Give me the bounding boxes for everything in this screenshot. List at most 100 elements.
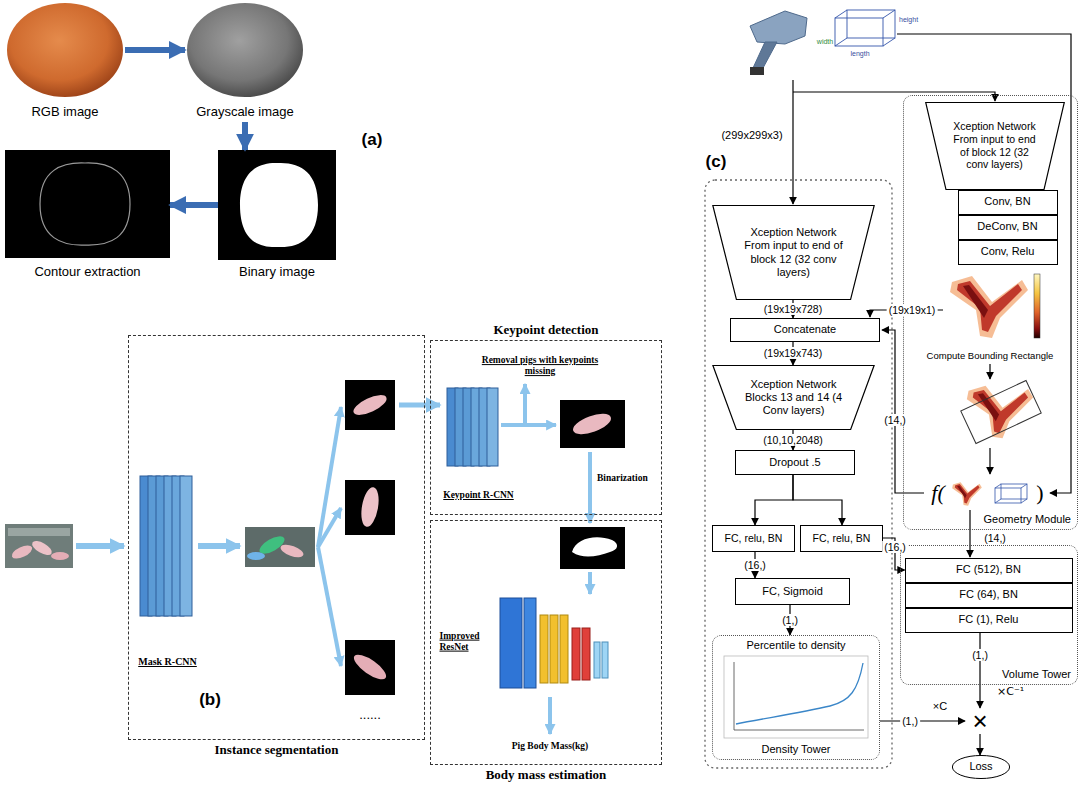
illustration-part xyxy=(753,42,777,68)
layer-box: Conv, BN xyxy=(958,190,1058,215)
label-anchor: (16,) xyxy=(882,541,908,553)
scale-factor: ×C⁻¹ xyxy=(997,686,1024,699)
label-anchor: Binarization xyxy=(597,473,648,484)
illustration-part xyxy=(7,3,123,97)
illustration-part xyxy=(350,650,389,683)
node-heading: RGB image xyxy=(9,104,121,120)
illustration-part xyxy=(950,276,1028,338)
illustration-part xyxy=(247,552,265,560)
node-text: Xception Network Blocks 13 and 14 (4 Con… xyxy=(742,378,845,418)
dimension-label: height xyxy=(899,16,918,24)
node-text: FC (512), BN xyxy=(910,563,1068,576)
step-note: Binarization xyxy=(597,473,648,484)
illustration-part xyxy=(969,510,970,557)
stage-group: Body mass estimationImproved ResNet xyxy=(430,520,662,765)
edge-label: (16,) xyxy=(882,541,908,553)
illustration-part xyxy=(351,391,390,419)
function-symbol: f( xyxy=(931,480,944,505)
layer-box: Conv, Relu xyxy=(958,240,1058,265)
node-heading: Density Tower xyxy=(713,743,879,756)
illustration-part xyxy=(582,628,590,680)
illustration-part xyxy=(750,11,807,44)
node-text: Conv, BN xyxy=(963,195,1053,208)
label-anchor: (19x19x728) xyxy=(762,303,824,315)
label-anchor: (c) xyxy=(706,152,727,172)
illustration-part xyxy=(594,642,600,678)
text-holder: Concatenate xyxy=(735,323,875,336)
layer-box: DeConv, BN xyxy=(958,215,1058,240)
text-holder: Keypoint detection xyxy=(431,322,661,341)
label-anchor: f( xyxy=(931,480,944,505)
label-anchor: (1,) xyxy=(900,715,920,727)
illustration-part xyxy=(5,524,73,568)
layer-box: FC, Sigmoid xyxy=(735,578,850,605)
text-holder: Volume Tower xyxy=(1002,668,1071,681)
illustration-part xyxy=(548,697,552,734)
illustration-part xyxy=(487,388,498,466)
text-holder: Conv, BN xyxy=(963,195,1053,208)
illustration-part xyxy=(76,543,124,549)
network-icon: Keypoint R-CNN xyxy=(438,382,520,504)
illustration-part xyxy=(501,423,556,427)
illustration-part xyxy=(318,508,341,547)
step-note: Compute Bounding Rectangle xyxy=(927,351,1054,362)
illustration-part xyxy=(560,615,568,683)
illustration-part xyxy=(945,272,1030,342)
image-panel: Contour extraction xyxy=(5,150,170,282)
label-anchor: height xyxy=(899,16,918,24)
illustration-part xyxy=(1021,499,1027,503)
label-anchor: Removal pigs with keypoints missing xyxy=(475,355,605,377)
text-holder: Xception Network Blocks 13 and 14 (4 Con… xyxy=(742,378,845,418)
label-anchor: (19x19x743) xyxy=(762,347,824,359)
text-holder: Geometry Module xyxy=(984,513,1071,526)
illustration-part xyxy=(835,38,847,46)
label-anchor: (10,10,2048) xyxy=(761,434,825,446)
node-heading: Keypoint R-CNN xyxy=(438,490,520,501)
illustration-part xyxy=(925,102,1064,189)
node-heading: Instance segmentation xyxy=(129,742,424,758)
layer-box: FC, relu, BN xyxy=(800,525,883,552)
label-anchor: ×C xyxy=(933,700,947,713)
label-anchor: Compute Bounding Rectangle xyxy=(927,351,1054,362)
step-note: Removal pigs with keypoints missing xyxy=(475,355,605,377)
text-holder: Xception Network From input to end of bl… xyxy=(742,226,845,279)
illustration-part xyxy=(793,92,995,101)
network-block: Xception Network From input to end of bl… xyxy=(925,102,1065,190)
text-holder: FC, relu, BN xyxy=(803,532,880,545)
network-icon: Improved ResNet xyxy=(440,590,610,695)
ellipsis-mark: ...... xyxy=(359,708,381,723)
text-holder: Loss xyxy=(956,760,1006,773)
layer-box: Concatenate xyxy=(730,318,880,342)
node-text: FC, Sigmoid xyxy=(740,585,845,598)
illustration-part xyxy=(570,410,613,439)
illustration-part xyxy=(245,527,315,567)
label-anchor: (1,) xyxy=(970,649,990,661)
label-anchor: (14,) xyxy=(984,532,1006,544)
loss-ellipse: Loss xyxy=(952,755,1010,779)
illustration-part xyxy=(218,150,336,260)
illustration-part xyxy=(705,180,892,768)
text-holder: Improved ResNet xyxy=(440,631,496,654)
text-holder: RGB image xyxy=(9,104,121,120)
edge-label: (19x19x743) xyxy=(762,347,824,359)
illustration-part xyxy=(897,34,1071,493)
edge-label: (1,) xyxy=(970,649,990,661)
node-heading: Binary image xyxy=(222,264,332,280)
dimension-label: length xyxy=(850,50,869,58)
label-anchor: (14,) xyxy=(882,414,908,426)
illustration-part xyxy=(540,615,548,683)
illustration-part xyxy=(240,163,318,247)
illustration-part xyxy=(345,380,395,430)
illustration-part xyxy=(523,384,527,425)
illustration-part xyxy=(835,18,883,46)
layer-box: Dropout .5 xyxy=(735,450,855,475)
label-anchor: ) xyxy=(1036,480,1043,505)
label-anchor: (16,) xyxy=(742,559,768,571)
illustration-part xyxy=(792,80,793,204)
image-panel: Binary image xyxy=(218,150,336,282)
illustration-part xyxy=(724,656,868,738)
node-heading: Contour extraction xyxy=(9,264,166,280)
edge-label: (1,) xyxy=(900,715,920,727)
label-anchor: width xyxy=(817,38,833,46)
